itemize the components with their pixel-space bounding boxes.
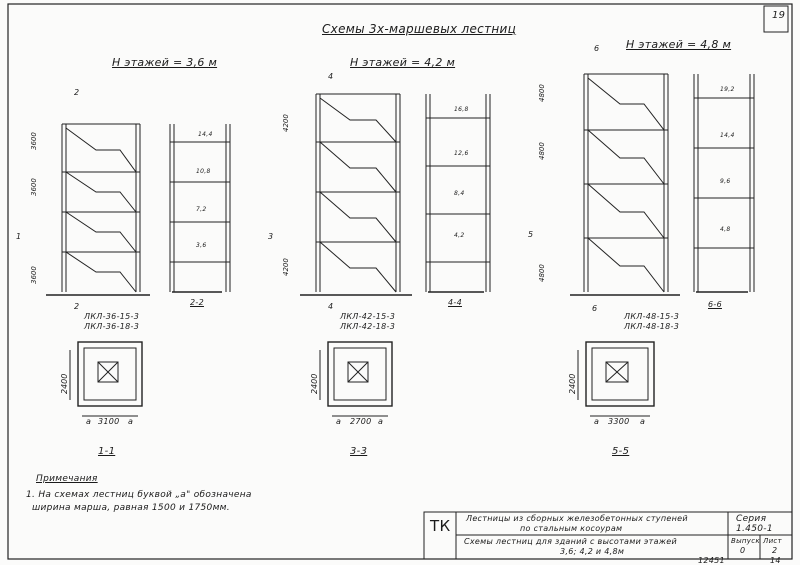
plan-label-2: 3-3 bbox=[350, 446, 368, 457]
axis-top-1: 3600 bbox=[30, 132, 38, 150]
stair-section-2-1 bbox=[300, 93, 412, 296]
stair-code-2b: ЛКЛ-42-18-3 bbox=[340, 322, 396, 331]
floor-height-label-2: Н этажей = 4,2 м bbox=[350, 56, 456, 69]
plan-axis-3a: a bbox=[594, 417, 600, 426]
plan-axis-1a: a bbox=[86, 417, 92, 426]
mark-level-1-3: 7,2 bbox=[196, 206, 207, 213]
notes-line-2: ширина марша, равная 1500 и 1750мм. bbox=[32, 503, 230, 513]
plan-3-3 bbox=[319, 341, 393, 417]
section-marker-2-bottom: 4 bbox=[328, 302, 334, 311]
axis-top-2: 4200 bbox=[282, 114, 290, 132]
axis-bottom-1: 3600 bbox=[30, 266, 38, 284]
mark-level-3-2: 14,4 bbox=[720, 132, 735, 139]
notes-heading: Примечания bbox=[36, 474, 98, 484]
stair-code-3b: ЛКЛ-48-18-3 bbox=[624, 322, 680, 331]
section-marker-1: 2 bbox=[74, 88, 80, 97]
archive-number: 12451 bbox=[698, 556, 725, 565]
axis-bottom-2: 4200 bbox=[282, 258, 290, 276]
plan-dimension-1: 3100 bbox=[98, 417, 120, 426]
section-label-1: 2-2 bbox=[190, 298, 204, 307]
mark-level-3-1: 19,2 bbox=[720, 86, 735, 93]
plan-axis-2a: a bbox=[336, 417, 342, 426]
mark-level-3-3: 9,6 bbox=[720, 178, 731, 185]
main-title: Схемы 3х-маршевых лестниц bbox=[322, 22, 517, 36]
axis-mid-3: 4800 bbox=[538, 142, 546, 160]
sheet-label: Лист bbox=[763, 537, 782, 545]
mark-level-1-2: 10,8 bbox=[196, 168, 211, 175]
stair-section-2-2 bbox=[425, 94, 491, 293]
title-block-logo: ТК bbox=[430, 517, 451, 535]
floor-height-label-1: Н этажей = 3,6 м bbox=[112, 56, 218, 69]
plan-label-3: 5-5 bbox=[612, 446, 630, 457]
plan-axis-1b: a bbox=[128, 417, 134, 426]
stair-section-1-2 bbox=[169, 124, 231, 293]
issue-value: 0 bbox=[740, 546, 746, 555]
archive-page: 14 bbox=[770, 556, 781, 565]
plan-dimension-2: 2700 bbox=[350, 417, 372, 426]
plan-height-3: 2400 bbox=[568, 373, 577, 394]
title-desc-2: по стальным косоурам bbox=[520, 524, 623, 533]
left-marker-1: 1 bbox=[16, 232, 22, 241]
mark-level-2-3: 8,4 bbox=[454, 190, 465, 197]
plan-height-2: 2400 bbox=[310, 373, 319, 394]
stair-section-1-1 bbox=[46, 123, 150, 296]
section-marker-3: 6 bbox=[594, 44, 600, 53]
plan-1-1 bbox=[69, 341, 143, 417]
axis-bottom-3: 4800 bbox=[538, 264, 546, 282]
sheet-value: 2 bbox=[772, 546, 778, 555]
plan-5-5 bbox=[577, 341, 655, 417]
title-desc-4: 3,6; 4,2 и 4,8м bbox=[560, 547, 625, 556]
stair-section-3-1 bbox=[570, 73, 680, 296]
mark-level-2-2: 12,6 bbox=[454, 150, 469, 157]
section-marker-1-bottom: 2 bbox=[74, 302, 80, 311]
stair-code-2a: ЛКЛ-42-15-3 bbox=[340, 312, 396, 321]
plan-dimension-3: 3300 bbox=[608, 417, 630, 426]
title-desc-1: Лестницы из сборных железобетонных ступе… bbox=[466, 514, 688, 523]
mark-level-2-1: 16,8 bbox=[454, 106, 469, 113]
left-marker-3: 5 bbox=[528, 230, 534, 239]
plan-axis-3b: a bbox=[640, 417, 646, 426]
section-marker-2: 4 bbox=[328, 72, 334, 81]
section-label-3: 6-6 bbox=[708, 300, 722, 309]
stair-section-3-2 bbox=[693, 74, 755, 293]
mark-level-2-4: 4,2 bbox=[454, 232, 465, 239]
issue-label: Выпуск bbox=[731, 537, 760, 545]
mark-level-3-4: 4,8 bbox=[720, 226, 731, 233]
section-marker-3-bottom: 6 bbox=[592, 304, 598, 313]
axis-top-3: 4800 bbox=[538, 84, 546, 102]
mark-level-1-1: 14,4 bbox=[198, 131, 213, 138]
stair-code-1b: ЛКЛ-36-18-3 bbox=[84, 322, 140, 331]
sheet-number: 19 bbox=[772, 10, 786, 21]
series-value: 1.450-1 bbox=[736, 524, 773, 534]
notes-line-1: 1. На схемах лестниц буквой „а" обозначе… bbox=[26, 490, 252, 500]
axis-mid-1: 3600 bbox=[30, 178, 38, 196]
stair-code-3a: ЛКЛ-48-15-3 bbox=[624, 312, 680, 321]
stair-code-1a: ЛКЛ-36-15-3 bbox=[84, 312, 140, 321]
plan-height-1: 2400 bbox=[60, 373, 69, 394]
title-block-frame bbox=[423, 511, 793, 560]
plan-label-1: 1-1 bbox=[98, 446, 116, 457]
left-marker-2: 3 bbox=[268, 232, 274, 241]
title-desc-3: Схемы лестниц для зданий с высотами этаж… bbox=[464, 537, 677, 546]
plan-axis-2b: a bbox=[378, 417, 384, 426]
floor-height-label-3: Н этажей = 4,8 м bbox=[626, 38, 732, 51]
section-label-2: 4-4 bbox=[448, 298, 462, 307]
mark-level-1-4: 3,6 bbox=[196, 242, 207, 249]
series-label: Серия bbox=[736, 514, 767, 524]
